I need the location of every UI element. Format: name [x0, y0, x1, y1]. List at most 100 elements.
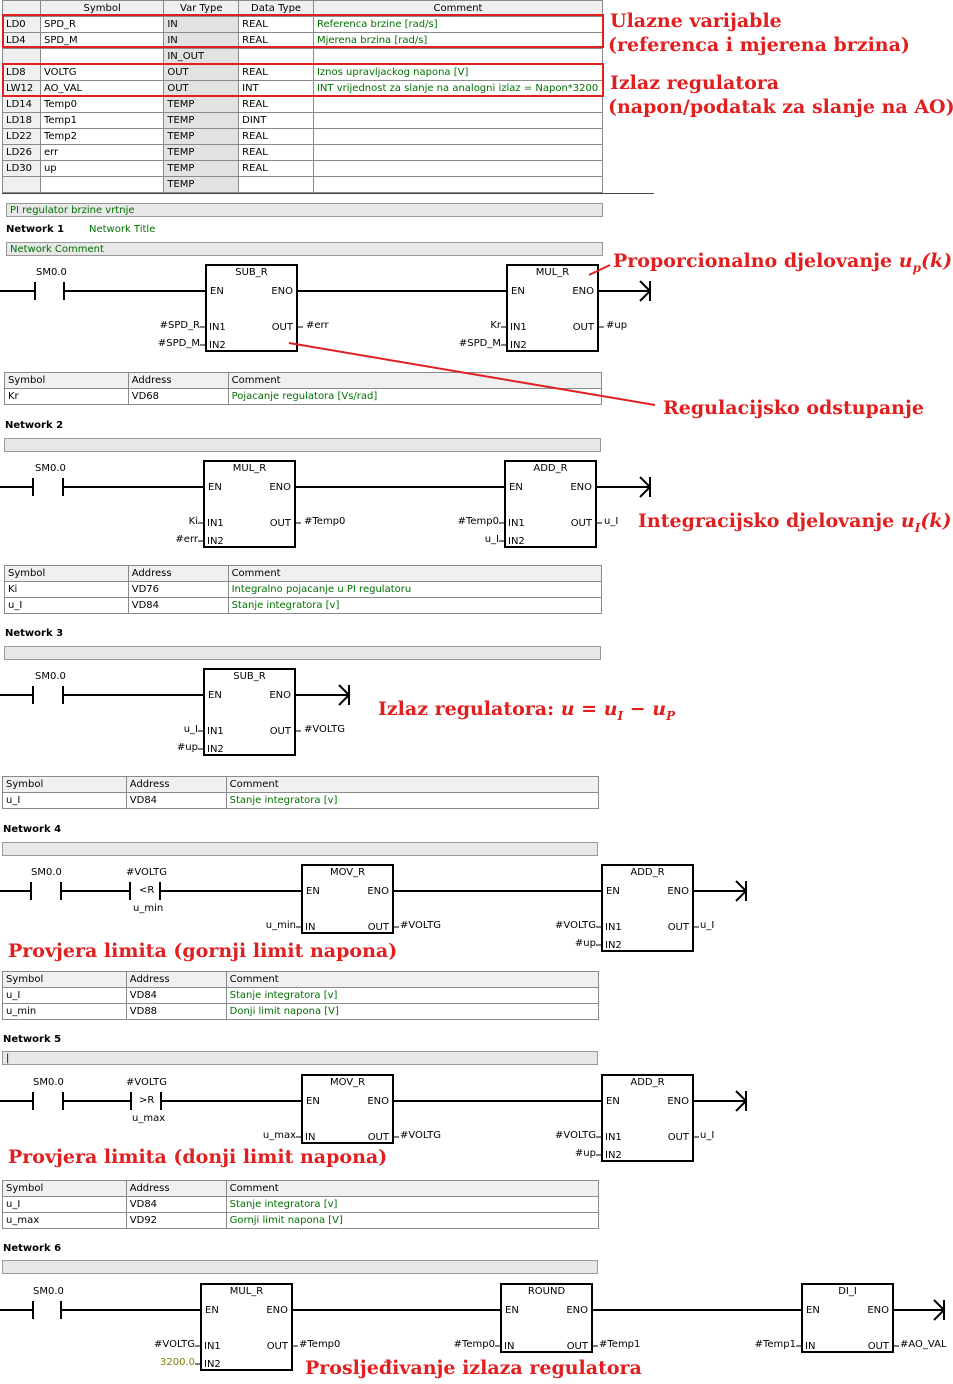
- row-address[interactable]: LD26: [2, 144, 41, 161]
- row-address[interactable]: LD30: [2, 160, 41, 177]
- annotation-integ-text: Integracijsko djelovanje: [638, 510, 901, 532]
- n2-b2-in1-value[interactable]: #Temp0: [457, 516, 499, 527]
- n4-b2-out-value[interactable]: u_I: [700, 920, 715, 931]
- row-address[interactable]: LD14: [2, 96, 41, 113]
- row-address[interactable]: [2, 176, 41, 193]
- annotation-integral: Integracijsko djelovanje uI(k): [638, 510, 951, 539]
- col-header-datatype[interactable]: Data Type: [238, 0, 314, 17]
- n3-sub-r-box[interactable]: SUB_R EN ENO IN1 IN2 OUT: [203, 668, 296, 756]
- network1-label[interactable]: Network 1: [6, 224, 65, 235]
- n2-add-r-box[interactable]: ADD_R EN ENO IN1 IN2 OUT: [504, 460, 597, 548]
- n5-mov-r-box[interactable]: MOV_R EN ENO IN OUT: [301, 1074, 394, 1144]
- n1-b1-in1-value[interactable]: #SPD_R: [159, 320, 200, 331]
- n2-b2-in2-value[interactable]: u_I: [484, 534, 499, 545]
- network2-label[interactable]: Network 2: [5, 420, 64, 431]
- col-header-comment[interactable]: Comment: [312, 0, 604, 17]
- n2-b1-out-value[interactable]: #Temp0: [304, 516, 346, 527]
- n1-b2-in1-value[interactable]: Kr: [490, 320, 501, 331]
- n5-b1-in-value[interactable]: u_max: [262, 1130, 296, 1141]
- n1-b2-in2-value[interactable]: #SPD_M: [458, 338, 501, 349]
- row-vartype[interactable]: OUT: [163, 64, 240, 81]
- network2-comment[interactable]: [4, 438, 601, 452]
- row-address[interactable]: [2, 48, 41, 65]
- table-row[interactable]: TEMP: [2, 176, 604, 193]
- row-vartype[interactable]: TEMP: [163, 144, 240, 161]
- n1-sub-r-box[interactable]: SUB_R EN ENO IN1 IN2 OUT: [205, 264, 298, 352]
- n5-b2-out-value[interactable]: u_I: [700, 1130, 715, 1141]
- row-vartype[interactable]: IN: [163, 32, 240, 49]
- n6-round-box[interactable]: ROUND EN ENO IN OUT: [500, 1283, 593, 1353]
- n5-compare-top[interactable]: #VOLTG: [126, 1077, 167, 1088]
- network3-comment[interactable]: [4, 646, 601, 660]
- n6-b2-out-value[interactable]: #Temp1: [599, 1339, 641, 1350]
- col-header-vartype[interactable]: Var Type: [163, 0, 240, 17]
- network6-label[interactable]: Network 6: [3, 1243, 62, 1254]
- row-address[interactable]: LD18: [2, 112, 41, 129]
- network3-label[interactable]: Network 3: [5, 628, 64, 639]
- n4-mov-r-box[interactable]: MOV_R EN ENO IN OUT: [301, 864, 394, 934]
- n6-b2-in-value[interactable]: #Temp0: [453, 1339, 495, 1350]
- n5-add-r-box[interactable]: ADD_R EN ENO IN1 IN2 OUT: [601, 1074, 694, 1162]
- n1-b1-out-value[interactable]: #err: [306, 320, 329, 331]
- n6-b1-in1-value[interactable]: #VOLTG: [154, 1339, 195, 1350]
- col-header-symbol[interactable]: Symbol: [39, 0, 165, 17]
- program-comment[interactable]: PI regulator brzine vrtnje: [6, 203, 603, 217]
- row-vartype[interactable]: TEMP: [163, 176, 240, 193]
- n4-b2-in1-value[interactable]: #VOLTG: [555, 920, 596, 931]
- network1-comment[interactable]: Network Comment: [6, 242, 603, 256]
- n6-b1-in2-value[interactable]: 3200.0: [160, 1357, 195, 1368]
- row-vartype[interactable]: TEMP: [163, 160, 240, 177]
- n3-b1-out-value[interactable]: #VOLTG: [304, 724, 345, 735]
- n4-compare-top[interactable]: #VOLTG: [126, 867, 167, 878]
- n4-b1-out-value[interactable]: #VOLTG: [400, 920, 441, 931]
- n2-b2-name: ADD_R: [533, 463, 568, 474]
- row-vartype[interactable]: TEMP: [163, 128, 240, 145]
- n5-b1-out-value[interactable]: #VOLTG: [400, 1130, 441, 1141]
- n4-b2-in2-value[interactable]: #up: [574, 938, 596, 949]
- n6-b1-out-value[interactable]: #Temp0: [299, 1339, 341, 1350]
- n3-b1-in1-value[interactable]: u_I: [183, 724, 198, 735]
- row-address[interactable]: LD0: [2, 16, 41, 33]
- n1-mul-r-box[interactable]: MUL_R EN ENO IN1 IN2 OUT: [506, 264, 599, 352]
- n6-di-i-box[interactable]: DI_I EN ENO IN OUT: [801, 1283, 894, 1353]
- n2-b1-in1-value[interactable]: Ki: [188, 516, 198, 527]
- n4-compare-bottom[interactable]: u_min: [133, 903, 164, 914]
- n2-b1-in2-value[interactable]: #err: [175, 534, 198, 545]
- network6-comment[interactable]: [2, 1260, 598, 1274]
- n4-b1-in-value[interactable]: u_min: [265, 920, 296, 931]
- n5-b2-in2-value[interactable]: #up: [574, 1148, 596, 1159]
- row-vartype[interactable]: OUT: [163, 80, 240, 97]
- n4-add-r-box[interactable]: ADD_R EN ENO IN1 IN2 OUT: [601, 864, 694, 952]
- network5-label[interactable]: Network 5: [3, 1034, 62, 1045]
- n6-mul-r-box[interactable]: MUL_R EN ENO IN1 IN2 OUT: [200, 1283, 293, 1371]
- n2-b2-in1: IN1: [508, 518, 525, 529]
- n2-b2-en: EN: [509, 482, 523, 493]
- row-symbol[interactable]: [39, 176, 165, 193]
- n1-b2-out-value[interactable]: #up: [606, 320, 628, 331]
- network5-comment[interactable]: |: [2, 1051, 598, 1065]
- n5-b2-in1-value[interactable]: #VOLTG: [555, 1130, 596, 1141]
- row-address[interactable]: LD8: [2, 64, 41, 81]
- n6-b3-in-value[interactable]: #Temp1: [754, 1339, 796, 1350]
- n5-compare-bottom[interactable]: u_max: [132, 1113, 166, 1124]
- n1-b1-in2-value[interactable]: #SPD_M: [157, 338, 200, 349]
- n6-b3-out-value[interactable]: #AO_VAL: [900, 1339, 947, 1350]
- n2-mul-r-box[interactable]: MUL_R EN ENO IN1 IN2 OUT: [203, 460, 296, 548]
- network4-comment[interactable]: [2, 842, 598, 856]
- n2-b2-out-value[interactable]: u_I: [604, 516, 619, 527]
- network4-label[interactable]: Network 4: [3, 824, 62, 835]
- row-address[interactable]: LW12: [2, 80, 41, 97]
- row-vartype[interactable]: IN: [163, 16, 240, 33]
- network1-title[interactable]: Network Title: [89, 224, 156, 235]
- n2-b1-name: MUL_R: [232, 463, 267, 474]
- row-comment[interactable]: [312, 176, 604, 193]
- annotation-error: Regulacijsko odstupanje: [663, 397, 924, 419]
- n3-b1-in2-value[interactable]: #up: [176, 742, 198, 753]
